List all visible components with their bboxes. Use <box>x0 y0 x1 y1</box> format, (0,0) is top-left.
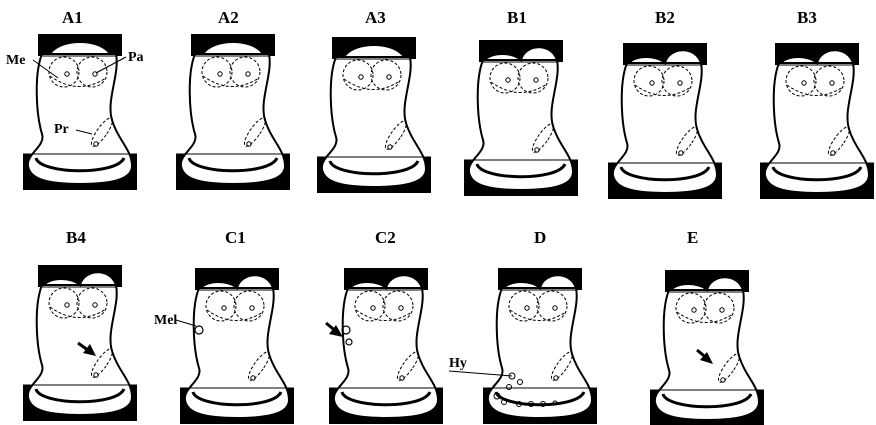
panel-label-b2: B2 <box>655 8 675 27</box>
label-pa: Pa <box>128 50 144 65</box>
panel-label-a1: A1 <box>62 8 83 27</box>
panel-label-c1: C1 <box>225 228 246 247</box>
tooth-d <box>483 268 597 424</box>
panel-label-b4: B4 <box>66 228 86 247</box>
tooth-a1 <box>23 34 137 190</box>
tooth-c1 <box>180 268 294 424</box>
panel-label-b1: B1 <box>507 8 527 27</box>
label-mel: Mel <box>154 313 177 328</box>
panel-label-a3: A3 <box>365 8 386 27</box>
tooth-b2 <box>608 43 722 199</box>
panel-label-d: D <box>534 228 546 247</box>
tooth-b1 <box>464 40 578 196</box>
panel-label-b3: B3 <box>797 8 817 27</box>
arrow-c2 <box>326 323 343 337</box>
tooth-a3 <box>317 37 431 193</box>
label-hy: Hy <box>449 356 467 371</box>
panel-label-c2: C2 <box>375 228 396 247</box>
panel-label-e: E <box>687 228 698 247</box>
tooth-c2 <box>329 268 443 424</box>
panel-label-a2: A2 <box>218 8 239 27</box>
tooth-b3 <box>760 43 874 199</box>
tooth-a2 <box>176 34 290 190</box>
label-me: Me <box>6 53 25 68</box>
tooth-e <box>650 270 764 425</box>
label-pr: Pr <box>54 122 69 137</box>
